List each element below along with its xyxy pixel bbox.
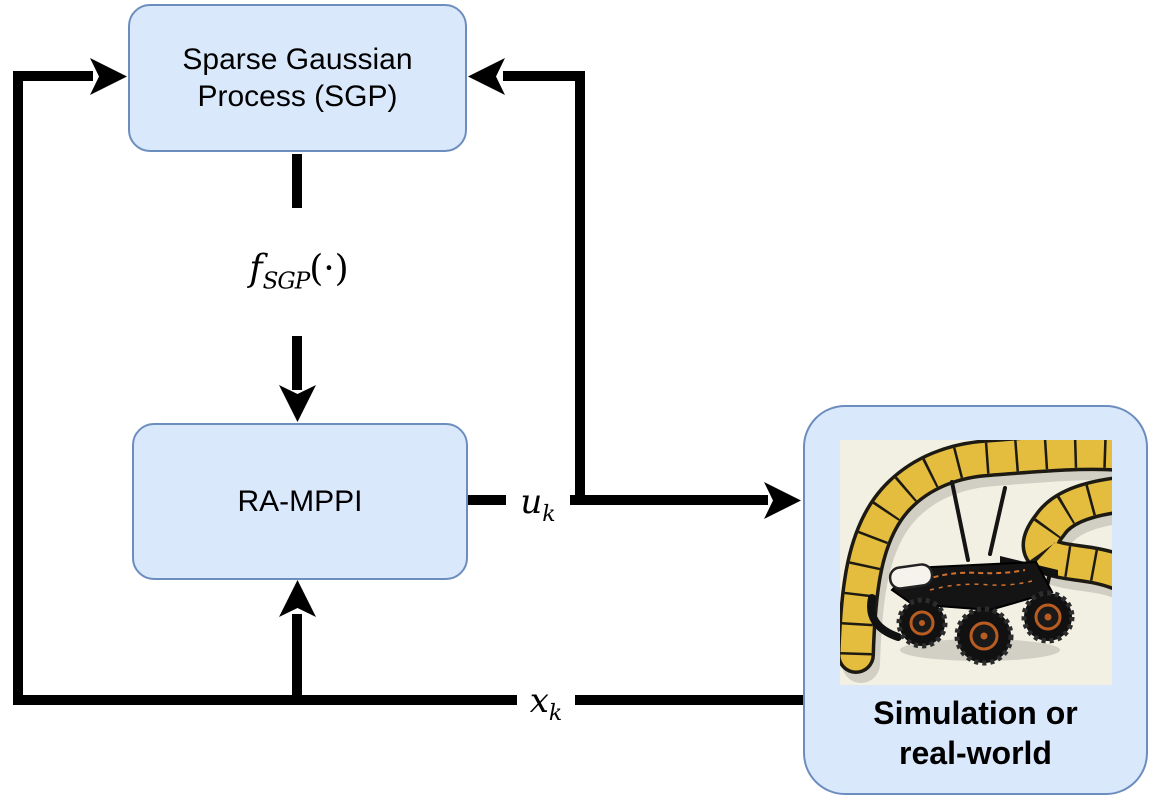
uk-subscript: k [542,501,556,527]
edge-xk-left-vertical [13,71,23,705]
car-wheel-front-left [954,606,1013,666]
car-antenna-left [949,480,970,562]
edge-xk-top-horizontal [13,71,93,81]
ramppi-label: RA-MPPI [237,484,363,518]
rc-car [866,480,1074,666]
arrowhead-into-ramppi-top [279,385,316,422]
edge-label-uk: uk [517,482,559,525]
arrowhead-into-ramppi-bottom [279,580,316,617]
car-front-bumper [866,594,902,641]
sgp-label: Sparse Gaussian Process (SGP) [182,41,412,115]
edge-uk-line [570,495,768,505]
edge-label-xk: xk [526,681,566,724]
car-wheel-front-right [1021,590,1074,644]
node-ra-mppi: RA-MPPI [132,423,468,580]
sim-label: Simulation or real-world [873,693,1077,773]
sgp-label-line2: Process (SGP) [197,80,398,113]
node-sparse-gaussian-process: Sparse Gaussian Process (SGP) [128,4,467,152]
f-sgp-base: f [249,248,263,290]
f-sgp-subscript: SGP [262,268,311,295]
uk-base: u [520,482,543,522]
arrowhead-into-sgp-left [90,58,127,95]
xk-base: x [529,681,549,721]
edge-xk-branch-up [292,614,302,705]
node-simulation-or-real-world: Simulation or real-world [803,405,1148,795]
edge-uk-top-horizontal [503,71,585,81]
car-wiring-accent [924,569,1025,581]
edge-fsgp-lower [292,336,302,390]
edge-fsgp-upper [292,154,302,208]
track-tube-left [839,440,1112,674]
car-antenna-right [987,486,1007,556]
track-tube-right [1021,476,1112,590]
car-wheel-rear-left [896,597,947,649]
edge-uk-stub [468,495,506,505]
car-front-canister [888,563,933,590]
arrowhead-into-sim-left [764,482,801,519]
f-sgp-args: (·) [309,248,349,290]
rc-car-illustration [839,440,1112,685]
edge-uk-branch-vertical [575,76,585,505]
sgp-label-line1: Sparse Gaussian [182,43,413,76]
edge-xk-bottom-right [575,695,805,705]
edge-xk-bottom-left [13,695,517,705]
xk-subscript: k [548,700,563,726]
sim-label-line1: Simulation or [873,695,1078,731]
arrowhead-into-sgp-right [468,58,505,95]
car-wiring-accent-2 [929,580,1032,591]
sim-label-line2: real-world [899,735,1052,771]
edge-label-f-sgp: fSGP(·) [246,248,352,293]
